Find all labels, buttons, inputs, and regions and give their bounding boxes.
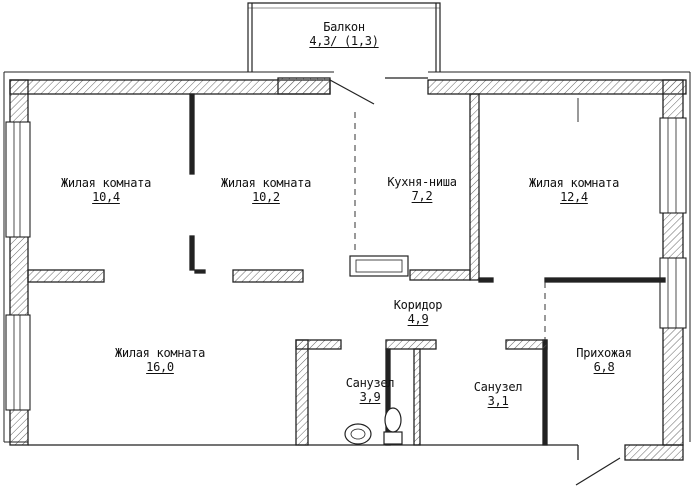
room-name: Жилая комната <box>114 346 206 360</box>
room-name: Санузел <box>345 376 395 390</box>
exterior-wall-top <box>3 71 691 442</box>
room-area: 4,3/ (1,3) <box>309 34 379 48</box>
room-living4: Жилая комната 16,0 <box>115 346 205 374</box>
room-area: 10,2 <box>252 190 280 204</box>
room-name: Коридор <box>393 298 443 312</box>
room-area: 3,1 <box>487 394 509 408</box>
room-name: Кухня-ниша <box>387 175 457 189</box>
balcony-door-swing <box>329 77 428 105</box>
room-area: 16,0 <box>146 360 174 374</box>
room-corridor: Коридор 4,9 <box>393 298 443 326</box>
room-area: 4,9 <box>407 312 429 326</box>
exterior-wall-left <box>5 79 31 446</box>
room-area: 7,2 <box>411 189 433 203</box>
room-area: 12,4 <box>560 190 588 204</box>
exterior-wall-bottom <box>4 441 684 486</box>
room-bath2: Санузел 3,1 <box>473 380 523 408</box>
room-area: 6,8 <box>593 360 615 374</box>
room-living2: Жилая комната 10,2 <box>221 176 311 204</box>
room-balcony: Балкон 4,3/ (1,3) <box>309 20 379 48</box>
room-name: Балкон <box>323 20 365 34</box>
interior-walls <box>27 93 666 446</box>
room-name: Прихожая <box>576 346 632 360</box>
room-kitchen: Кухня-ниша 7,2 <box>387 175 457 203</box>
room-area: 10,4 <box>92 190 120 204</box>
room-name: Санузел <box>473 380 523 394</box>
room-living1: Жилая комната 10,4 <box>61 176 151 204</box>
room-bath1: Санузел 3,9 <box>345 376 395 404</box>
room-name: Жилая комната <box>528 176 620 190</box>
exterior-wall-right <box>659 79 687 446</box>
room-name: Жилая комната <box>220 176 312 190</box>
room-area: 3,9 <box>359 390 381 404</box>
room-living3: Жилая комната 12,4 <box>529 176 619 204</box>
balcony-outline <box>247 2 441 72</box>
toilet <box>383 407 403 445</box>
room-hallway: Прихожая 6,8 <box>576 346 632 374</box>
room-name: Жилая комната <box>60 176 152 190</box>
sink <box>344 423 372 445</box>
